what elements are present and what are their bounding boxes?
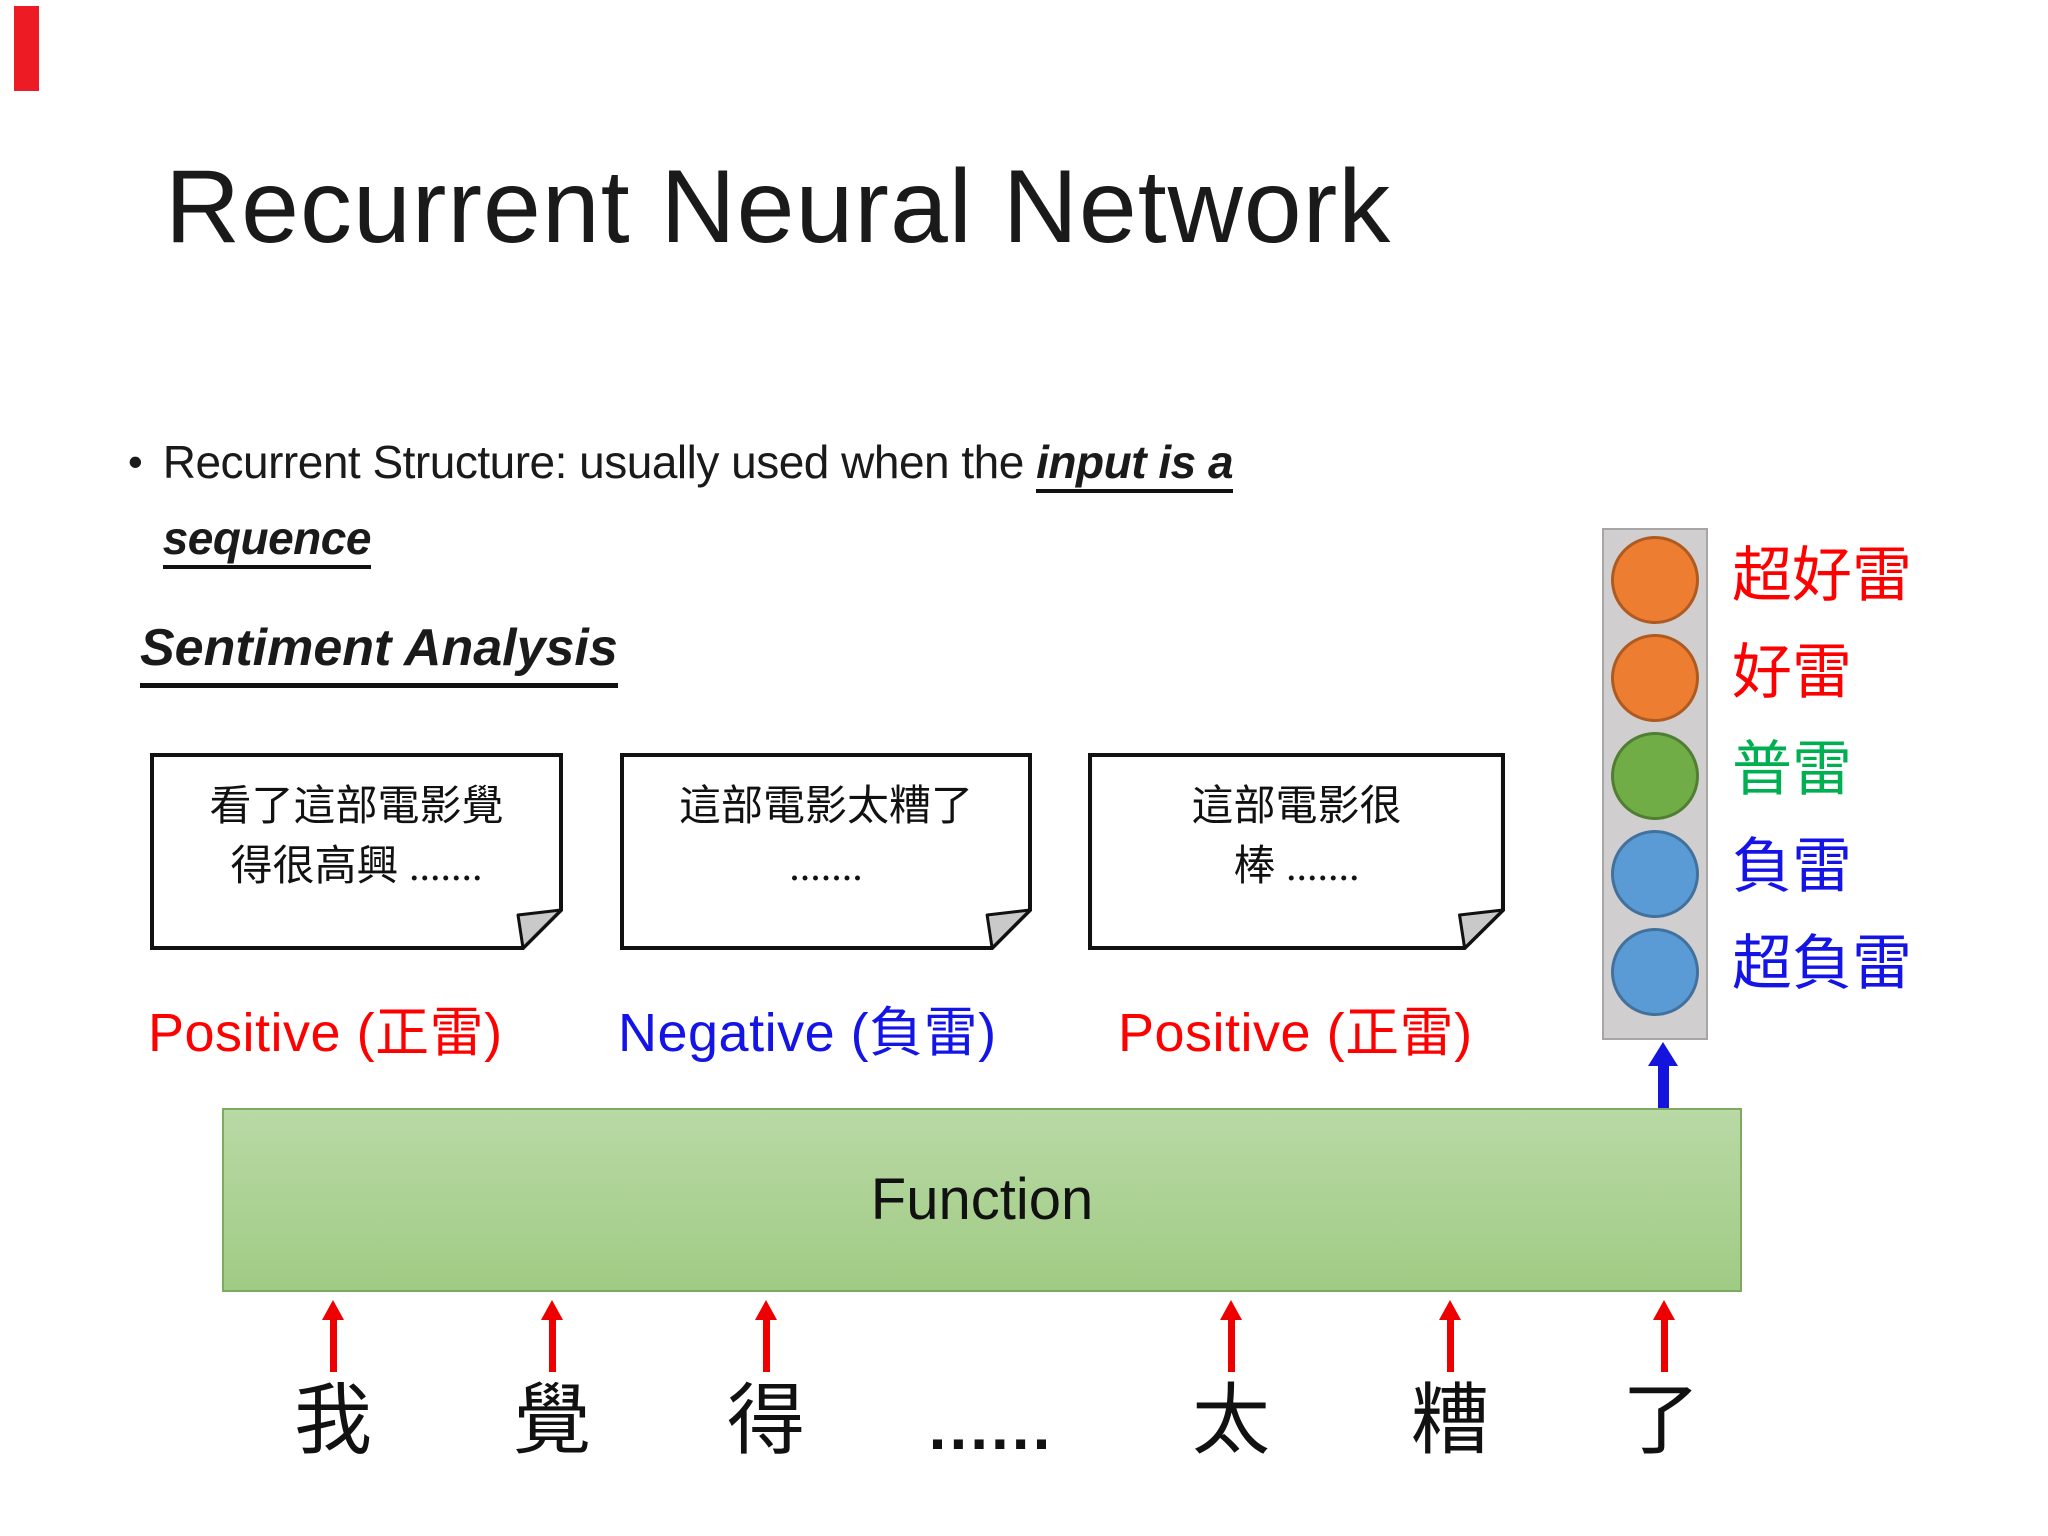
- note-line2: .......: [789, 844, 863, 890]
- note-shape-icon: [150, 753, 563, 950]
- bullet-item: • Recurrent Structure: usually used when…: [128, 424, 1234, 576]
- input-arrow-head-icon: [1220, 1300, 1242, 1320]
- input-arrow-head-icon: [322, 1300, 344, 1320]
- bullet-text-emphasis: input is a: [1036, 436, 1234, 493]
- input-token-2: 覺: [512, 1377, 592, 1464]
- note-line1: 這部電影很: [1191, 784, 1402, 830]
- input-arrow-icon: [1447, 1318, 1454, 1372]
- input-token-6: 了: [1621, 1377, 1701, 1464]
- rating-circle-2: [1611, 634, 1699, 722]
- bullet-text-emphasis-line2: sequence: [162, 512, 371, 569]
- input-token-4: 太: [1191, 1377, 1271, 1464]
- input-arrow-icon: [763, 1318, 770, 1372]
- rating-circle-3: [1611, 732, 1699, 820]
- rating-label-2: 好雷: [1732, 640, 1852, 706]
- note-text: 這部電影很棒 .......: [1088, 753, 1505, 950]
- note-shape-icon: [620, 753, 1032, 950]
- note-line1: 看了這部電影覺: [209, 784, 504, 830]
- input-token-1: 我: [293, 1377, 373, 1464]
- section-heading-sentiment-analysis: Sentiment Analysis: [140, 618, 618, 688]
- rating-label-4: 負雷: [1732, 834, 1852, 900]
- sentiment-label-negative: Negative (負雷): [618, 1003, 997, 1063]
- output-arrow-head-icon: [1648, 1042, 1678, 1066]
- folded-corner-icon: [516, 908, 563, 950]
- sentiment-label-positive-1: Positive (正雷): [148, 1003, 503, 1063]
- note-line2: 得很高興 .......: [230, 844, 483, 890]
- note-text: 看了這部電影覺得很高興 .......: [150, 753, 563, 950]
- input-arrow-icon: [1661, 1318, 1668, 1372]
- rating-circle-5: [1611, 928, 1699, 1016]
- input-token-3: 得: [726, 1377, 806, 1464]
- bullet-icon: •: [128, 438, 143, 485]
- note-shape-icon: [1088, 753, 1505, 950]
- folded-corner-icon: [1458, 908, 1505, 950]
- bullet-text: Recurrent Structure: usually used when t…: [162, 424, 1234, 576]
- note-line2: 棒 .......: [1233, 844, 1360, 890]
- output-arrow-icon: [1658, 1064, 1669, 1110]
- rating-label-3: 普雷: [1732, 737, 1852, 803]
- sentiment-label-positive-2: Positive (正雷): [1118, 1003, 1473, 1063]
- review-note-2: 這部電影太糟了.......: [620, 753, 1032, 950]
- input-arrow-icon: [1228, 1318, 1235, 1372]
- review-note-1: 看了這部電影覺得很高興 .......: [150, 753, 563, 950]
- rating-circle-4: [1611, 830, 1699, 918]
- folded-corner-icon: [985, 908, 1032, 950]
- note-text: 這部電影太糟了.......: [620, 753, 1032, 950]
- note-line1: 這部電影太糟了: [678, 784, 973, 830]
- page-title: Recurrent Neural Network: [165, 149, 1392, 265]
- input-token-5: 糟: [1410, 1377, 1490, 1464]
- bullet-text-plain: Recurrent Structure: usually used when t…: [162, 436, 1037, 488]
- input-arrow-head-icon: [1653, 1300, 1675, 1320]
- input-arrow-head-icon: [755, 1300, 777, 1320]
- input-arrow-head-icon: [1439, 1300, 1461, 1320]
- input-token-ellipsis: ......: [928, 1391, 1054, 1463]
- red-marker: [14, 6, 39, 91]
- input-arrow-icon: [549, 1318, 556, 1372]
- rating-label-1: 超好雷: [1732, 543, 1912, 609]
- rating-label-5: 超負雷: [1732, 931, 1912, 997]
- function-box: Function: [222, 1108, 1742, 1292]
- input-arrow-icon: [330, 1318, 337, 1372]
- input-arrow-head-icon: [541, 1300, 563, 1320]
- rating-circle-1: [1611, 536, 1699, 624]
- review-note-3: 這部電影很棒 .......: [1088, 753, 1505, 950]
